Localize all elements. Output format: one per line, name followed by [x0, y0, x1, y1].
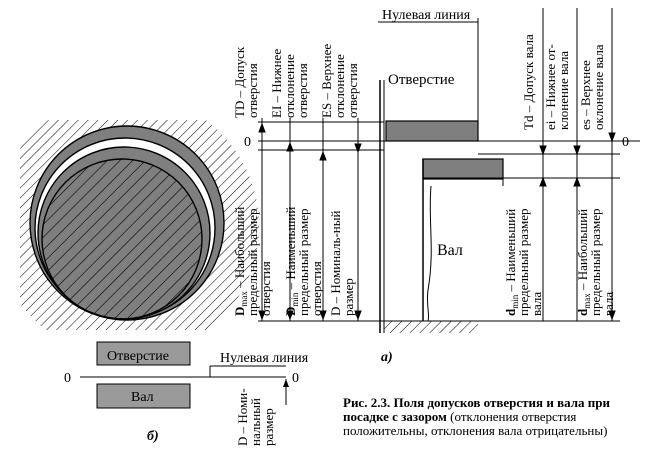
hole-ei-label: EI – Нижнее отклонение отверстия — [269, 49, 310, 118]
hole-label: Отверстие — [388, 72, 455, 88]
svg-text:отклонение: отклонение — [282, 54, 297, 118]
figure-caption: Рис. 2.3. Поля допусков отверстия и вала… — [343, 396, 643, 438]
bottom-nominal-label: D – Номи- нальный размер — [235, 388, 276, 446]
svg-text:клонение вала: клонение вала — [556, 51, 571, 130]
zero-line-top — [258, 18, 618, 142]
shaft-ei-label: ei – Нижнее от- клонение вала — [543, 44, 571, 130]
svg-text:dmax – Наибольший: dmax – Наибольший — [575, 209, 592, 316]
hole-dmax-label: Dmax – Наибольший предельный размер отве… — [232, 207, 273, 316]
svg-text:ES – Верхнее: ES – Верхнее — [319, 44, 334, 118]
svg-text:предельный размер: предельный размер — [245, 209, 260, 316]
svg-text:предельный размер: предельный размер — [516, 209, 531, 316]
svg-text:вала: вала — [529, 292, 544, 316]
svg-text:Dmax – Наибольший: Dmax – Наибольший — [232, 207, 249, 316]
svg-text:отверстия: отверстия — [295, 63, 310, 118]
caption-rest: (отклонения отверстия положительны, откл… — [343, 409, 608, 438]
shaft-dimension-lines — [539, 8, 616, 321]
svg-text:отверстия: отверстия — [309, 261, 324, 316]
svg-text:ei – Нижнее от-: ei – Нижнее от- — [543, 44, 558, 130]
svg-text:нальный: нальный — [248, 398, 263, 446]
svg-text:TD – Допуск: TD – Допуск — [232, 46, 247, 118]
hole-es-label: ES – Верхнее отклонение отверстия — [319, 44, 360, 118]
svg-text:es – Верхнее: es – Верхнее — [578, 60, 593, 130]
zero-line-label-bottom: Нулевая линия — [220, 351, 309, 366]
svg-text:размер: размер — [261, 408, 276, 446]
svg-text:Td – Допуск вала: Td – Допуск вала — [521, 34, 536, 130]
svg-text:предельный размер: предельный размер — [296, 209, 311, 316]
svg-text:размер: размер — [341, 278, 356, 316]
shaft-section — [41, 158, 203, 320]
bottom-diagram: Отверстие Вал 0 0 Нулевая линия D – Номи… — [64, 341, 309, 446]
svg-text:0: 0 — [292, 371, 299, 386]
bottom-hole-label: Отверстие — [107, 349, 169, 364]
caption-title: Рис. 2.3. Поля допусков отверстия и вала… — [343, 395, 610, 424]
svg-text:D – Номи-: D – Номи- — [235, 388, 250, 446]
svg-text:EI – Нижнее: EI – Нижнее — [269, 49, 284, 118]
svg-text:оклонение вала: оклонение вала — [591, 44, 606, 130]
shaft-dmin-label: dmin – Наименьший предельный размер вала — [503, 209, 544, 316]
svg-text:dmin – Наименьший: dmin – Наименьший — [503, 209, 520, 316]
svg-text:Dmin – Наименьший: Dmin – Наименьший — [283, 207, 300, 316]
svg-text:отклонение: отклонение — [332, 54, 347, 118]
zero-line-label-top: Нулевая линия — [382, 8, 471, 23]
svg-text:вала: вала — [601, 292, 616, 316]
panel-b-label: б) — [147, 429, 159, 444]
panel-a-label: а) — [381, 350, 393, 365]
svg-text:отверстия: отверстия — [245, 63, 260, 118]
hole-td-label: TD – Допуск отверстия — [232, 46, 260, 118]
svg-text:D – Номиналь-ный: D – Номиналь-ный — [328, 211, 343, 316]
svg-text:отверстия: отверстия — [345, 63, 360, 118]
shaft-dmax-label: dmax – Наибольший предельный размер вала — [575, 209, 616, 316]
hole-dnom-label: D – Номиналь-ный размер — [328, 211, 356, 316]
bottom-shaft-box — [96, 383, 191, 409]
cross-section — [0, 60, 260, 370]
zero-mark-right: 0 — [622, 135, 629, 150]
hole-dmin-label: Dmin – Наименьший предельный размер отве… — [283, 207, 324, 316]
bottom-shaft-label: Вал — [131, 390, 154, 405]
zero-mark-left: 0 — [244, 135, 251, 150]
bottom-hole-box — [96, 341, 191, 366]
hole-body — [379, 80, 504, 333]
shaft-label: Вал — [437, 242, 463, 259]
hole-tolerance-zone — [385, 120, 479, 142]
svg-text:предельный размер: предельный размер — [588, 209, 603, 316]
svg-text:отверстия: отверстия — [258, 261, 273, 316]
svg-text:0: 0 — [64, 371, 71, 386]
shaft-tolerance-zone — [422, 158, 504, 180]
shaft-td-label: Td – Допуск вала — [521, 34, 536, 130]
shaft-es-label: es – Верхнее оклонение вала — [578, 44, 606, 130]
